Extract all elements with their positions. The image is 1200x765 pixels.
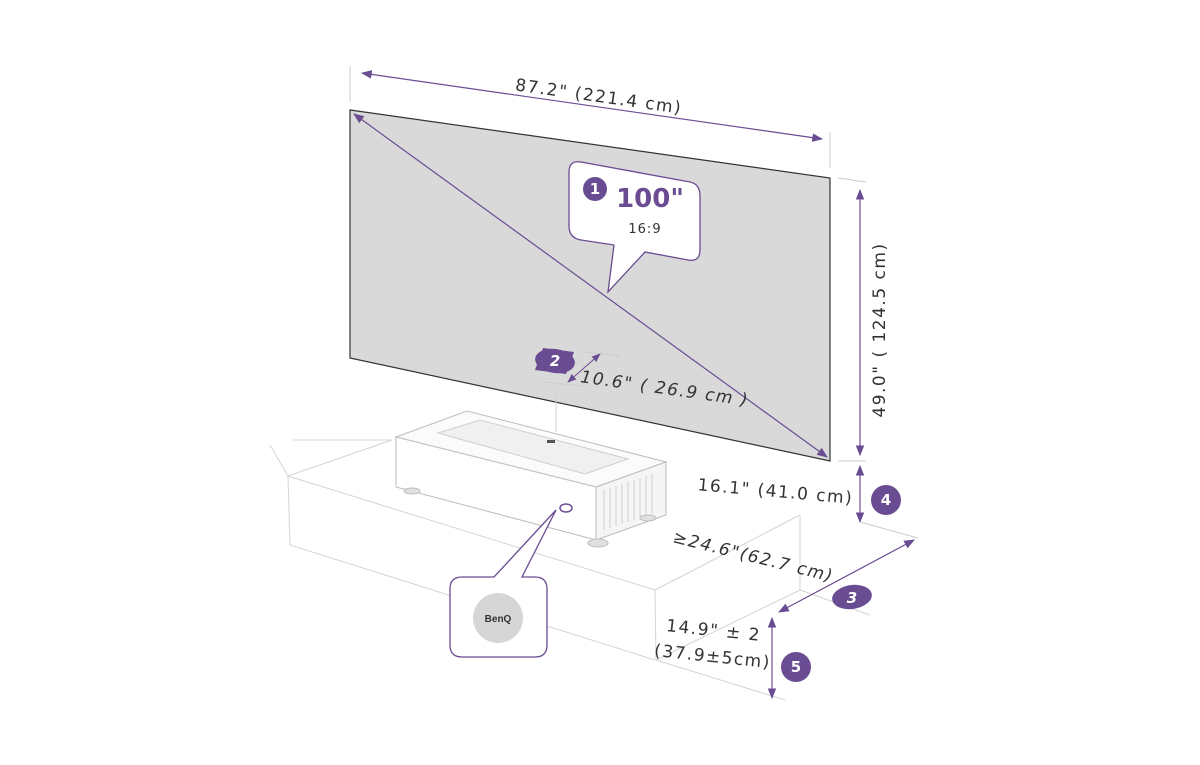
screen-width-label: 87.2" (221.4 cm): [514, 75, 683, 118]
screen-height-label: 49.0" ( 124.5 cm): [870, 242, 890, 417]
projection-screen: [349, 109, 831, 462]
screen-bottom-label: 16.1" (41.0 cm): [697, 475, 854, 509]
badge-4-number: 4: [881, 491, 891, 509]
badge-3: [832, 584, 872, 610]
badge-1-number: 1: [590, 180, 600, 198]
benq-logo-icon: [473, 593, 523, 643]
projector: [394, 410, 668, 548]
table-height-line1: 14.9" ± 2: [665, 616, 762, 646]
badge-1: [583, 177, 607, 201]
badge-2-number: 2: [550, 352, 560, 370]
screen-height-dimension: 49.0" ( 124.5 cm): [837, 177, 890, 462]
depth-dimension: ≥24.6"(62.7 cm) 3: [671, 521, 919, 613]
badge-4: [871, 485, 901, 515]
table-height-line2: (37.9±5cm): [653, 641, 772, 673]
projector-logo-icon: [559, 503, 573, 513]
screen-size-label: 100": [616, 184, 684, 214]
badge-5: [781, 652, 811, 682]
logo-brand: BenQ: [485, 614, 512, 625]
badge-5-number: 5: [791, 658, 801, 676]
table-height-dimension: 14.9" ± 2 (37.9±5cm) 5: [653, 616, 811, 700]
badge-3-number: 3: [847, 589, 857, 607]
screen-bottom-dimension: 16.1" (41.0 cm) 4: [697, 464, 901, 524]
screen-size-callout: 1 100" 16:9: [568, 161, 701, 294]
logo-callout: BenQ: [449, 509, 557, 658]
aspect-ratio-label: 16:9: [628, 222, 661, 237]
depth-label: ≥24.6"(62.7 cm): [671, 528, 836, 587]
